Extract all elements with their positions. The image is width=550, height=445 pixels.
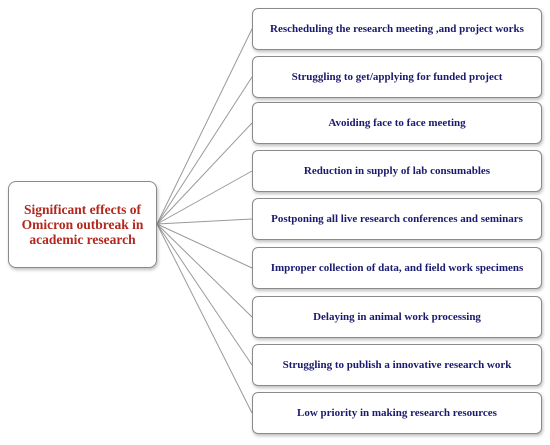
effect-box-8: Struggling to publish a innovative resea…: [252, 344, 542, 386]
effect-label-8: Struggling to publish a innovative resea…: [282, 359, 512, 371]
effect-box-4: Reduction in supply of lab consumables: [252, 150, 542, 192]
connector-line-3: [156, 122, 253, 225]
effect-label-2: Struggling to get/applying for funded pr…: [291, 71, 503, 83]
connector-line-5: [156, 218, 253, 225]
connector-line-2: [156, 76, 253, 225]
effect-label-9: Low priority in making research resource…: [297, 407, 497, 419]
connector-line-4: [156, 170, 253, 225]
effect-box-2: Struggling to get/applying for funded pr…: [252, 56, 542, 98]
effect-label-6: Improper collection of data, and field w…: [270, 262, 524, 274]
effect-label-3: Avoiding face to face meeting: [328, 117, 466, 129]
effect-box-1: Rescheduling the research meeting ,and p…: [252, 8, 542, 50]
effect-box-7: Delaying in animal work processing: [252, 296, 542, 338]
connector-line-1: [156, 28, 253, 225]
effect-label-1: Rescheduling the research meeting ,and p…: [270, 23, 524, 35]
effect-label-5: Postponing all live research conferences…: [271, 213, 523, 225]
connector-line-7: [156, 223, 253, 318]
connector-line-6: [156, 223, 253, 269]
connector-line-8: [156, 223, 253, 366]
effect-label-4: Reduction in supply of lab consumables: [303, 165, 491, 177]
effect-box-6: Improper collection of data, and field w…: [252, 247, 542, 289]
effect-box-5: Postponing all live research conferences…: [252, 198, 542, 240]
connector-line-9: [156, 223, 253, 414]
central-topic-label: Significant effects of Omicron outbreak …: [21, 202, 144, 247]
central-topic-box: Significant effects of Omicron outbreak …: [8, 181, 157, 268]
effect-box-9: Low priority in making research resource…: [252, 392, 542, 434]
effect-label-7: Delaying in animal work processing: [313, 311, 481, 323]
effect-box-3: Avoiding face to face meeting: [252, 102, 542, 144]
